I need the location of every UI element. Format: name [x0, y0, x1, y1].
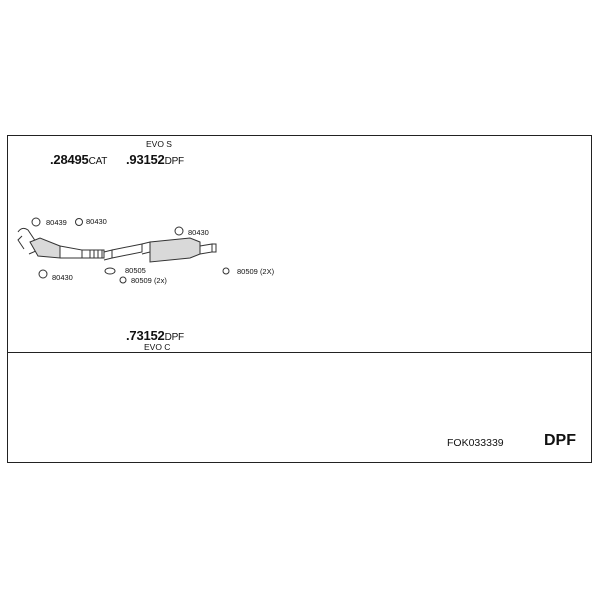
callout-80505: 80505 [125, 266, 146, 275]
hanger-80430-a-drawing [75, 218, 83, 226]
part-dpf-s-caption: EVO S [146, 139, 172, 149]
part-cat: .28495CAT [50, 152, 107, 167]
hanger-80430-b-drawing [38, 269, 48, 279]
part-dpf-c-number: .73152 [126, 328, 165, 343]
callout-80509-a: 80509 (2x) [131, 276, 167, 285]
dpf-canister-drawing [141, 237, 217, 263]
part-cat-suffix: CAT [88, 156, 108, 167]
part-cat-number: .28495 [50, 152, 89, 167]
kit-code: FOK033339 [447, 437, 504, 449]
part-dpf-c-suffix: DPF [164, 332, 185, 343]
gasket-80505-drawing [104, 267, 116, 275]
diagram-frame [7, 135, 592, 463]
flex-pipe-drawing [90, 243, 143, 261]
part-dpf-c: .73152DPF [126, 328, 184, 343]
part-dpf-c-caption: EVO C [144, 342, 171, 352]
callout-80430-c: 80430 [188, 228, 209, 237]
nut-80509-a-drawing [119, 276, 127, 284]
kit-type: DPF [544, 432, 576, 449]
callout-80509-b: 80509 (2X) [237, 267, 275, 276]
clamp-80439-drawing [31, 217, 41, 227]
part-dpf-s: .93152DPF [126, 152, 184, 167]
callout-80439: 80439 [46, 218, 67, 227]
callout-80430-b: 80430 [52, 273, 73, 282]
callout-80430-a: 80430 [86, 217, 107, 226]
part-dpf-s-number: .93152 [126, 152, 165, 167]
hanger-80430-c-drawing [174, 226, 184, 236]
part-dpf-s-suffix: DPF [164, 156, 185, 167]
section-divider [7, 352, 592, 353]
nut-80509-b-drawing [222, 267, 230, 275]
catalytic-converter-drawing [17, 227, 91, 259]
